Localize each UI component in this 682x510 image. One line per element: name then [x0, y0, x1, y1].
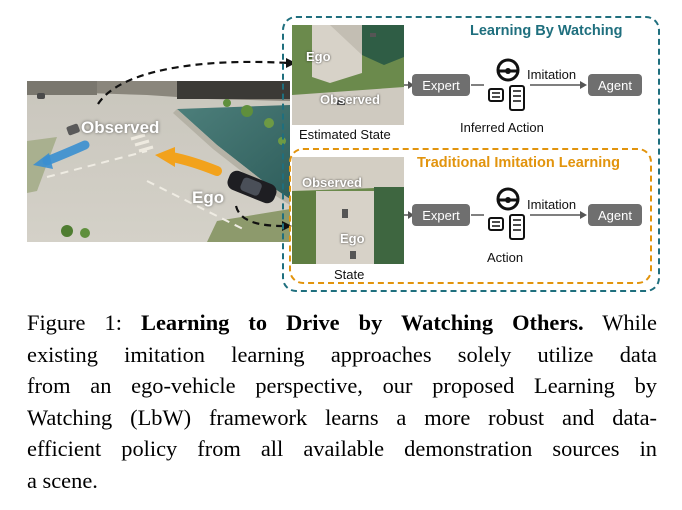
caption-line-4: Watching (LbW) framework learns a more r…: [27, 404, 657, 430]
figure-caption: Figure 1: Learning to Drive by Watching …: [27, 307, 657, 496]
til-panel-title: Traditional Imitation Learning: [417, 155, 621, 171]
scene-illustration: [27, 81, 290, 242]
caption-line1-rest: While: [583, 310, 657, 335]
til-birdseye-drawing: [292, 157, 404, 264]
lbw-expert-box: Expert: [412, 74, 470, 96]
caption-line-5: efficient policy from all available demo…: [27, 436, 657, 461]
lbw-image-caption: Estimated State: [299, 127, 391, 142]
lbw-birdseye-image: Ego Observed: [292, 25, 404, 125]
lbw-imitation-label: Imitation: [527, 67, 577, 82]
lbw-panel-title: Learning By Watching: [470, 23, 623, 39]
caption-line-3: from an ego-vehicle perspective, our pro…: [27, 373, 657, 398]
lbw-action-caption: Inferred Action: [460, 120, 544, 135]
lbw-flow-lines: [404, 81, 587, 89]
lbw-image-observed-tag: Observed: [320, 92, 380, 107]
caption-line-1: Figure 1: Learning to Drive by Watching …: [27, 307, 657, 339]
observed-to-estimated-arrow: [97, 60, 289, 105]
til-action-icon-group: [486, 187, 530, 247]
steering-and-pedals-icon: [488, 58, 525, 111]
connector-arrows: [97, 58, 296, 231]
ego-to-state-arrow: [234, 205, 285, 228]
lbw-action-icon-group: [486, 58, 530, 118]
til-image-caption: State: [334, 267, 365, 282]
til-image-observed-tag: Observed: [302, 175, 362, 190]
til-image-ego-tag: Ego: [340, 231, 365, 246]
learning-by-watching-panel: [282, 16, 660, 292]
lbw-image-ego-tag: Ego: [306, 49, 331, 64]
til-action-caption: Action: [487, 250, 524, 265]
til-imitation-label: Imitation: [527, 197, 577, 212]
scene-ego-label: Ego: [192, 188, 225, 207]
lbw-agent-box: Agent: [588, 74, 642, 96]
caption-line-6: a scene.: [27, 467, 98, 493]
til-flow-lines: [404, 211, 587, 219]
til-birdseye-image: Observed Ego: [292, 157, 404, 264]
til-expert-box: Expert: [412, 204, 470, 226]
scene-observed-label: Observed: [81, 118, 160, 137]
caption-line-2: existing imitation learning approaches s…: [27, 341, 657, 367]
til-agent-box: Agent: [588, 204, 642, 226]
traditional-imitation-panel: [289, 148, 652, 284]
caption-bold-title: Learning to Drive by Watching Others.: [141, 310, 584, 335]
driving-scene-image: Observed Ego: [27, 81, 290, 242]
caption-prefix: Figure 1:: [27, 310, 142, 335]
lbw-birdseye-drawing: [292, 25, 404, 125]
steering-and-pedals-icon: [488, 187, 525, 240]
